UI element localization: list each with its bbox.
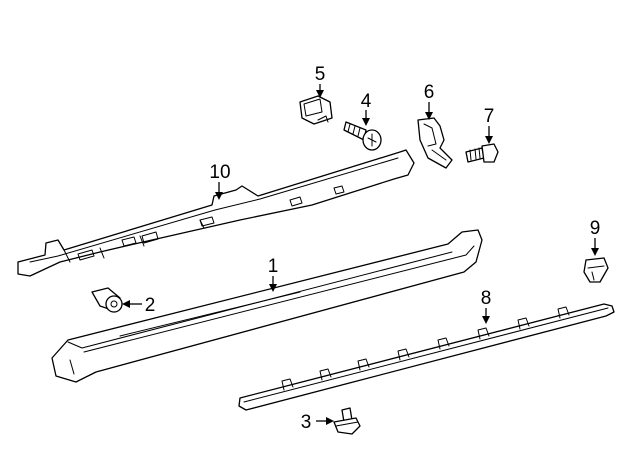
callout-6: 6 xyxy=(424,82,435,103)
part-6-bracket xyxy=(417,117,453,169)
callout-labels: 1 2 3 4 5 6 7 8 9 10 xyxy=(145,64,601,433)
callout-4: 4 xyxy=(361,91,372,112)
part-2-clip xyxy=(91,287,123,313)
part-10-support-rail xyxy=(17,149,415,277)
callout-2: 2 xyxy=(145,295,156,316)
callout-8: 8 xyxy=(481,288,492,309)
part-4-screw xyxy=(343,121,382,151)
callout-7: 7 xyxy=(484,106,495,127)
part-1-rocker-molding xyxy=(51,229,483,383)
part-3-fastener xyxy=(333,407,361,435)
callout-5: 5 xyxy=(315,64,326,85)
part-9-clip xyxy=(583,257,609,283)
part-5-clip xyxy=(299,95,333,125)
part-8-lower-molding xyxy=(238,303,615,411)
callout-3: 3 xyxy=(301,412,312,433)
callout-9: 9 xyxy=(590,218,601,239)
callout-1: 1 xyxy=(268,256,279,277)
callout-10: 10 xyxy=(209,162,230,183)
callout-leaders xyxy=(122,84,599,425)
part-7-bolt xyxy=(465,143,499,163)
